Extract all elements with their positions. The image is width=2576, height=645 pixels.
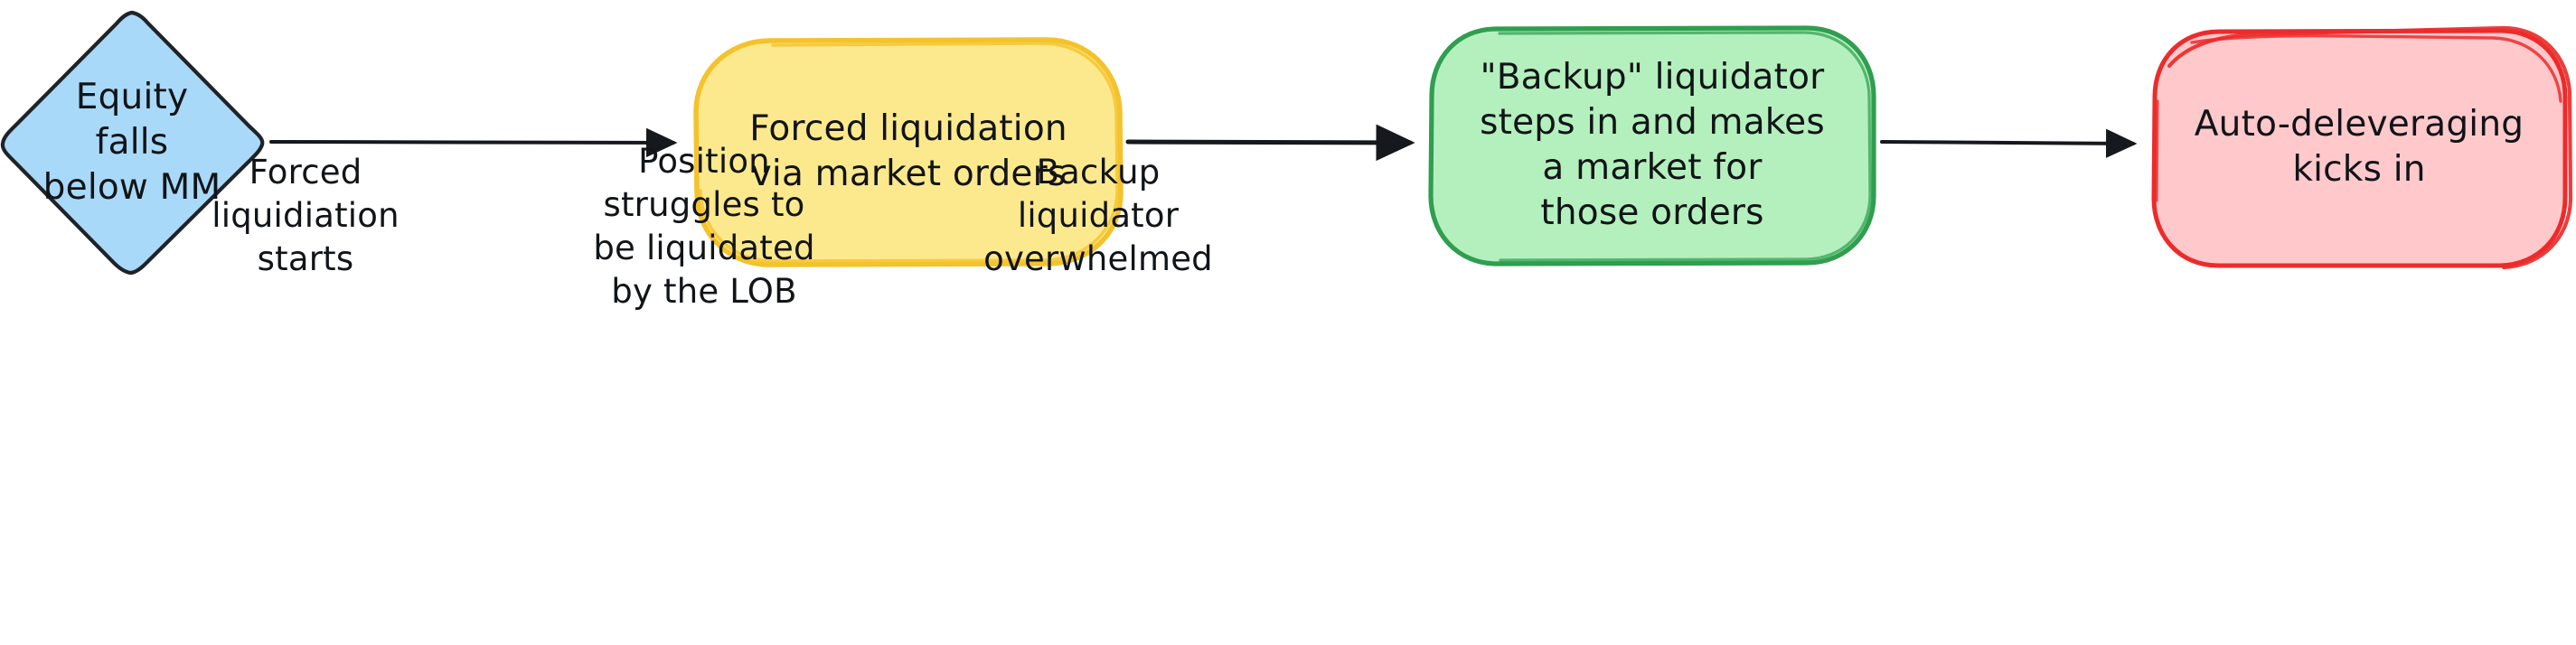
rect-shape-sketch-stroke [699, 42, 1119, 263]
arrow-line [269, 127, 678, 158]
edge-2-arrow [1125, 124, 1415, 162]
node-forced-liquidation[interactable] [693, 37, 1123, 267]
rect-shape-sketch-stroke-3 [2155, 99, 2159, 202]
rect-shape [693, 37, 1123, 267]
arrow-line [1880, 128, 2138, 158]
edge-3-arrow [1880, 128, 2138, 158]
arrow-line [1125, 124, 1415, 162]
diamond-shape [0, 10, 265, 276]
rect-shape [2151, 28, 2568, 268]
edge-1-arrow [269, 127, 678, 158]
rect-shape-sketch-stroke-2 [2190, 33, 2562, 103]
node-equity-falls[interactable] [0, 10, 265, 276]
rect-shape [1428, 25, 1876, 266]
node-auto-deleveraging[interactable] [2151, 25, 2573, 270]
node-backup-liquidator[interactable] [1428, 25, 1876, 266]
rect-shape-sketch-stroke [1498, 31, 1872, 262]
